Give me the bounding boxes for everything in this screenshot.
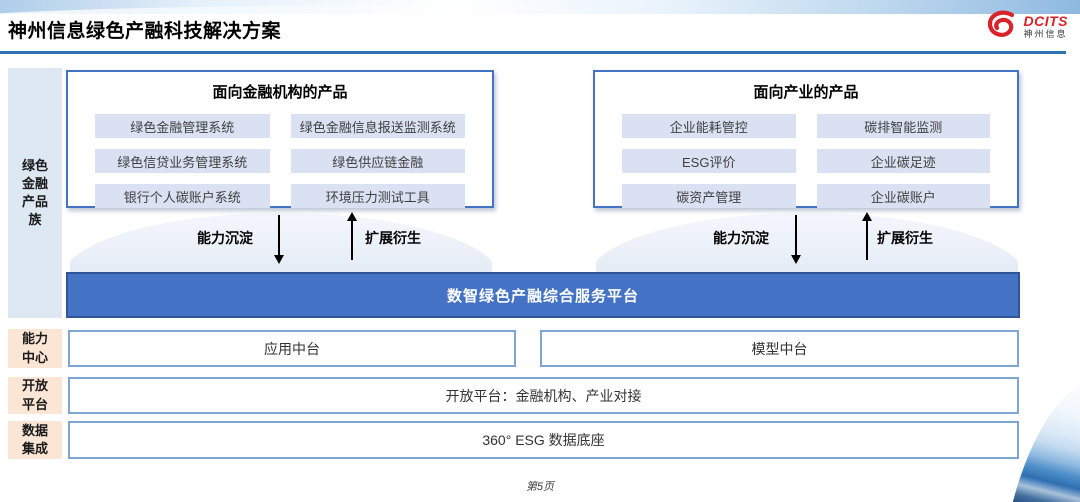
arrow-label-extend-right: 扩展衍生 bbox=[877, 230, 933, 246]
capability-box-app: 应用中台 bbox=[68, 330, 516, 367]
title-underline bbox=[0, 51, 1066, 54]
sidebar-label-product-family: 绿色 金融 产品 族 bbox=[8, 68, 62, 318]
dcits-swirl-icon bbox=[987, 10, 1014, 37]
down-arrow-icon bbox=[791, 215, 801, 264]
product-item: 绿色金融管理系统 bbox=[95, 114, 270, 138]
finance-items-grid: 绿色金融管理系统 绿色金融信息报送监测系统 绿色信贷业务管理系统 绿色供应链金融… bbox=[68, 102, 492, 208]
page-number: 第5页 bbox=[525, 481, 555, 493]
company-logo: DCITS 神州信息 bbox=[984, 8, 1069, 44]
logo-brand-text: DCITS bbox=[1023, 12, 1068, 29]
product-item: 银行个人碳账户系统 bbox=[95, 184, 270, 208]
sidebar-label-data-integration: 数据 集成 bbox=[8, 421, 62, 459]
product-item: ESG评价 bbox=[622, 149, 796, 173]
open-platform-box: 开放平台：金融机构、产业对接 bbox=[68, 377, 1019, 414]
arrow-label-extend-left: 扩展衍生 bbox=[365, 230, 421, 246]
dome-decoration-right bbox=[596, 213, 1018, 273]
sidebar-label-open-platform: 开放 平台 bbox=[8, 377, 62, 414]
dome-decoration-left bbox=[70, 213, 492, 273]
up-arrow-icon bbox=[347, 212, 357, 260]
finance-box-title: 面向金融机构的产品 bbox=[212, 84, 348, 101]
page-title: 神州信息绿色产融科技解决方案 bbox=[8, 21, 282, 42]
capability-box-model: 模型中台 bbox=[540, 330, 1019, 367]
industry-box-title: 面向产业的产品 bbox=[753, 84, 859, 101]
data-base-box: 360° ESG 数据底座 bbox=[68, 421, 1019, 459]
corner-swoosh-decoration bbox=[1012, 368, 1080, 502]
arrow-label-capability-right: 能力沉淀 bbox=[713, 230, 769, 246]
product-item: 企业碳足迹 bbox=[816, 149, 990, 173]
product-item: 绿色信贷业务管理系统 bbox=[95, 149, 270, 173]
up-arrow-icon bbox=[862, 212, 872, 260]
product-item: 企业碳账户 bbox=[816, 184, 990, 208]
logo-wordmark: DCITS 神州信息 bbox=[1024, 14, 1069, 39]
header-swoosh-decoration bbox=[0, 0, 1080, 20]
product-item: 绿色金融信息报送监测系统 bbox=[290, 114, 465, 138]
product-item: 碳资产管理 bbox=[622, 184, 796, 208]
product-item: 碳排智能监测 bbox=[816, 114, 990, 138]
platform-banner: 数智绿色产融综合服务平台 bbox=[66, 272, 1020, 318]
product-item: 环境压力测试工具 bbox=[290, 184, 465, 208]
product-item: 企业能耗管控 bbox=[622, 114, 796, 138]
industry-products-box: 面向产业的产品 企业能耗管控 碳排智能监测 ESG评价 企业碳足迹 碳资产管理 … bbox=[593, 70, 1019, 208]
finance-products-box: 面向金融机构的产品 绿色金融管理系统 绿色金融信息报送监测系统 绿色信贷业务管理… bbox=[66, 70, 494, 208]
sidebar-label-capability-center: 能力 中心 bbox=[8, 329, 62, 368]
logo-brand-cn-text: 神州信息 bbox=[1023, 28, 1068, 39]
product-item: 绿色供应链金融 bbox=[290, 149, 465, 173]
arrow-label-capability-left: 能力沉淀 bbox=[197, 230, 253, 246]
industry-items-grid: 企业能耗管控 碳排智能监测 ESG评价 企业碳足迹 碳资产管理 企业碳账户 bbox=[595, 102, 1017, 208]
down-arrow-icon bbox=[274, 215, 284, 264]
